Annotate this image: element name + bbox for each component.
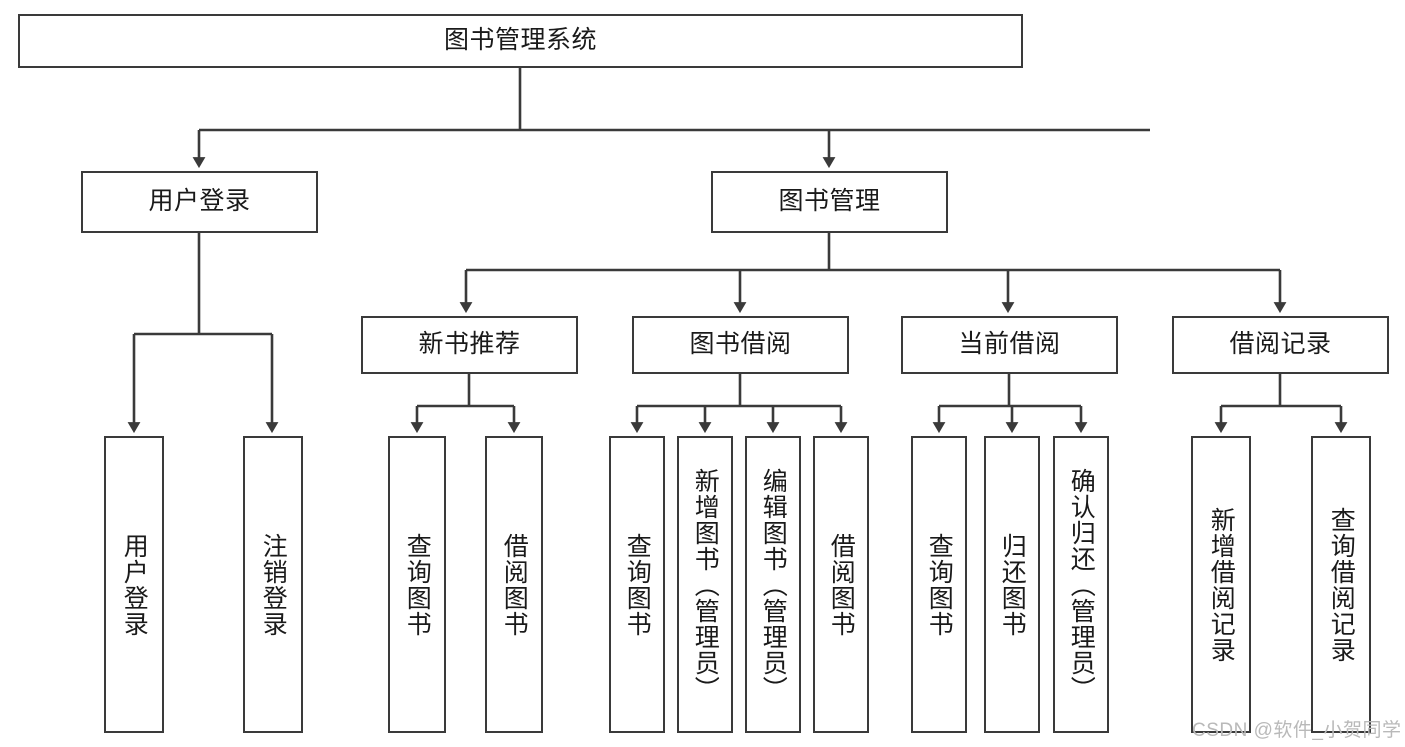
- node-borrow-records-label: 借阅记录: [1229, 330, 1332, 359]
- leaf-add-borrow-record-label: 新增借阅记录: [1207, 506, 1236, 663]
- leaf-query-book-current[interactable]: 查询图书: [911, 436, 967, 733]
- leaf-logout[interactable]: 注销登录: [243, 436, 303, 733]
- leaf-edit-book-admin[interactable]: 编辑图书（管理员）: [745, 436, 801, 733]
- node-book-borrow-label: 图书借阅: [689, 330, 792, 359]
- leaf-borrow-book-recommend[interactable]: 借阅图书: [485, 436, 543, 733]
- leaf-query-book-current-label: 查询图书: [925, 532, 954, 637]
- leaf-query-borrow-record-label: 查询借阅记录: [1327, 506, 1356, 663]
- leaf-user-login[interactable]: 用户登录: [104, 436, 164, 733]
- leaf-query-book-borrow-label: 查询图书: [623, 532, 652, 637]
- leaf-borrow-book-label: 借阅图书: [827, 532, 856, 637]
- node-book-management[interactable]: 图书管理: [711, 171, 948, 233]
- node-new-book-recommend-label: 新书推荐: [418, 330, 521, 359]
- node-book-borrow[interactable]: 图书借阅: [632, 316, 849, 374]
- node-root[interactable]: 图书管理系统: [18, 14, 1023, 68]
- node-current-borrow-label: 当前借阅: [958, 330, 1061, 359]
- leaf-confirm-return-admin-label: 确认归还（管理员）: [1067, 467, 1096, 702]
- leaf-return-book-label: 归还图书: [998, 532, 1027, 637]
- leaf-logout-label: 注销登录: [259, 532, 288, 637]
- leaf-add-book-admin-label: 新增图书（管理员）: [691, 467, 720, 702]
- node-book-management-label: 图书管理: [778, 187, 881, 216]
- leaf-borrow-book[interactable]: 借阅图书: [813, 436, 869, 733]
- leaf-add-book-admin[interactable]: 新增图书（管理员）: [677, 436, 733, 733]
- node-user-login[interactable]: 用户登录: [81, 171, 318, 233]
- leaf-edit-book-admin-label: 编辑图书（管理员）: [759, 467, 788, 702]
- csdn-watermark: CSDN @软件_小贺同学: [1192, 720, 1402, 741]
- node-root-label: 图书管理系统: [443, 26, 597, 55]
- leaf-confirm-return-admin[interactable]: 确认归还（管理员）: [1053, 436, 1109, 733]
- node-borrow-records[interactable]: 借阅记录: [1172, 316, 1389, 374]
- leaf-borrow-book-recommend-label: 借阅图书: [500, 532, 529, 637]
- leaf-query-borrow-record[interactable]: 查询借阅记录: [1311, 436, 1371, 733]
- leaf-query-book-borrow[interactable]: 查询图书: [609, 436, 665, 733]
- leaf-query-book-recommend-label: 查询图书: [403, 532, 432, 637]
- leaf-query-book-recommend[interactable]: 查询图书: [388, 436, 446, 733]
- leaf-return-book[interactable]: 归还图书: [984, 436, 1040, 733]
- node-new-book-recommend[interactable]: 新书推荐: [361, 316, 578, 374]
- node-user-login-label: 用户登录: [148, 187, 251, 216]
- leaf-add-borrow-record[interactable]: 新增借阅记录: [1191, 436, 1251, 733]
- node-current-borrow[interactable]: 当前借阅: [901, 316, 1118, 374]
- leaf-user-login-label: 用户登录: [120, 532, 149, 637]
